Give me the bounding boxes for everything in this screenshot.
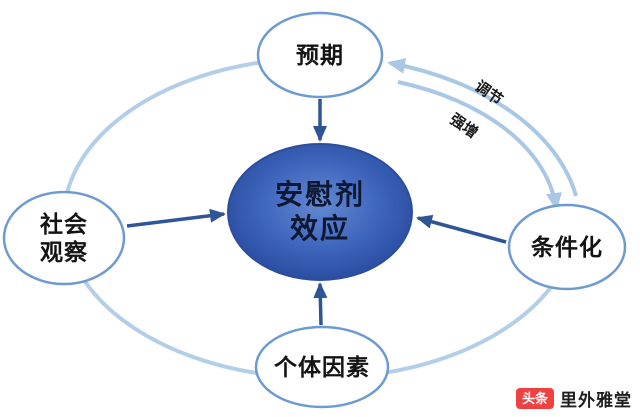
toutiao-logo: 头条 — [515, 388, 554, 409]
node-expectation-label: 预期 — [296, 43, 344, 68]
node-conditioning-ellipse — [507, 203, 627, 291]
node-social-observation-label-line1: 社会 — [40, 211, 88, 237]
watermark-username: 里外雅堂 — [560, 391, 632, 410]
arrow-individual-factors-to-center — [313, 282, 328, 326]
node-social-observation-ellipse — [2, 190, 126, 286]
center-label-line1: 安慰剂 — [275, 179, 365, 211]
node-conditioning-label: 条件化 — [531, 234, 603, 260]
watermark: 头条 里外雅堂 — [515, 386, 632, 411]
center-label-line2: 效应 — [290, 212, 350, 245]
center-placebo-effect-ellipse — [227, 143, 413, 281]
node-social-observation-label-line2: 观察 — [40, 239, 88, 265]
arrow-conditioning-to-center — [416, 214, 507, 244]
feedback-arc-to-conditioning — [397, 80, 562, 211]
arc-label-reinforce: 强增 — [446, 110, 481, 142]
feedback-arc-to-expectation — [387, 57, 578, 197]
arrow-social-observation-to-center — [126, 208, 226, 228]
node-individual-factors-label: 个体因素 — [274, 354, 370, 380]
node-individual-factors-ellipse — [254, 325, 390, 409]
node-expectation-ellipse — [256, 11, 384, 99]
outer-cycle-arc — [61, 56, 578, 381]
